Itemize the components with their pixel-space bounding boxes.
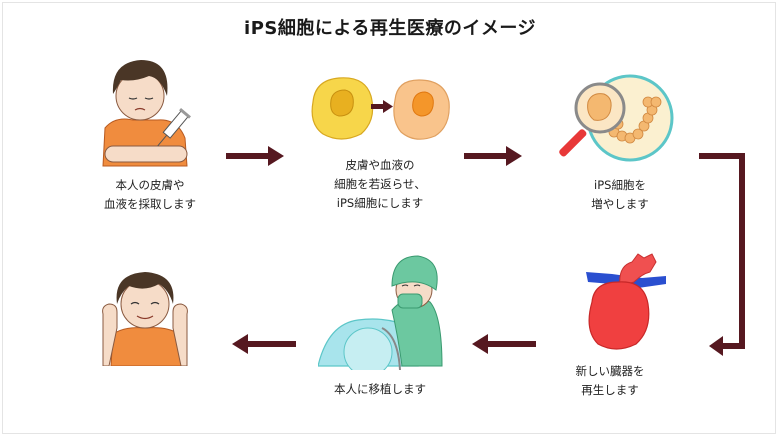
arrow-right-1 bbox=[226, 146, 284, 166]
sad-patient-with-syringe-illustration bbox=[102, 60, 191, 167]
surgical-cap bbox=[391, 255, 438, 291]
surgeon-operating-illustration bbox=[318, 255, 443, 370]
arrow-left-1 bbox=[472, 334, 536, 354]
raised-fist-left bbox=[102, 303, 118, 366]
step-caption-reprogram: 皮膚や血液の 細胞を若返らせ、 iPS細胞にします bbox=[334, 158, 426, 210]
surgical-mask bbox=[397, 293, 423, 309]
step-caption-collect: 本人の皮膚や 血液を採取します bbox=[104, 178, 196, 211]
patient-arm bbox=[104, 145, 188, 163]
cell-colony bbox=[608, 96, 662, 144]
cell-to-rejuvenated-cell-illustration bbox=[311, 77, 450, 140]
syringe-icon bbox=[157, 108, 191, 147]
diagram-title: iPS細胞による再生医療のイメージ bbox=[244, 18, 536, 39]
small-arrow-icon bbox=[383, 100, 393, 113]
arrow-left-2 bbox=[232, 334, 296, 354]
magnifier-handle bbox=[559, 129, 587, 157]
surgical-tube bbox=[381, 327, 401, 370]
patient-shirt bbox=[110, 327, 182, 366]
arrow-right-2 bbox=[464, 146, 522, 166]
happy-patient-illustration bbox=[102, 272, 188, 366]
young-cell-nucleus bbox=[412, 91, 434, 117]
arrow-bracket-down bbox=[699, 153, 745, 356]
patient-hair bbox=[112, 60, 168, 96]
patient-head-drape bbox=[343, 327, 393, 370]
old-cell-nucleus bbox=[330, 89, 354, 117]
step-caption-culture: iPS細胞を 増やします bbox=[591, 178, 649, 211]
step-caption-regenerate: 新しい臓器を 再生します bbox=[575, 364, 645, 397]
step-caption-transplant: 本人に移植します bbox=[334, 382, 426, 396]
diagram-frame bbox=[2, 2, 776, 434]
aorta bbox=[619, 253, 657, 287]
magnifier-over-petri-dish-illustration bbox=[559, 74, 674, 162]
patient-hair bbox=[116, 272, 174, 304]
raised-fist-right bbox=[172, 303, 188, 366]
heart-organ-illustration bbox=[586, 253, 666, 350]
heart bbox=[588, 281, 650, 350]
